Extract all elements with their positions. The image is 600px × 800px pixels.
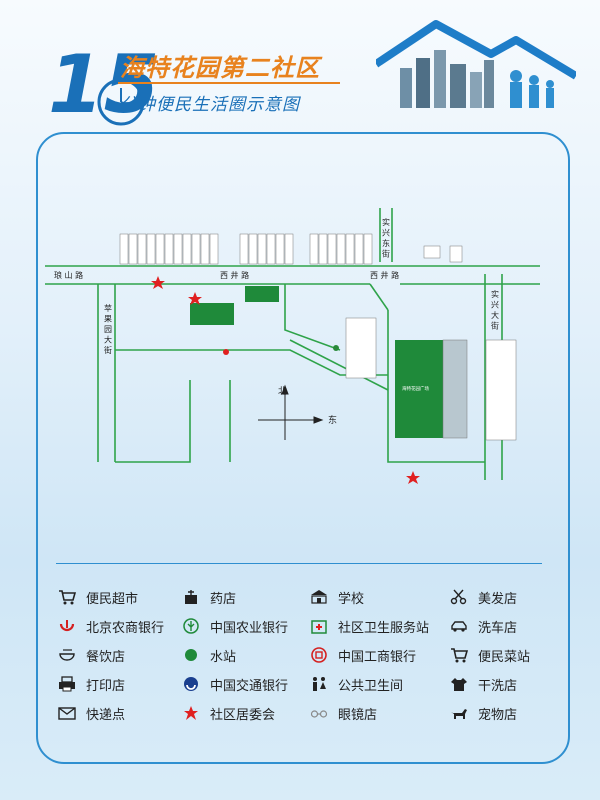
red-star-icon <box>180 704 202 722</box>
legend-label: 社区居委会 <box>210 707 276 723</box>
compass-north: 北 <box>278 386 287 397</box>
legend-item: 宠物店 <box>448 702 517 724</box>
legend-label: 中国交通银行 <box>210 678 289 694</box>
glasses-icon <box>308 704 330 722</box>
road-label-shixing-top: 实 兴 东 街 <box>382 217 391 259</box>
title-underline <box>118 82 340 84</box>
school-icon <box>308 588 330 606</box>
star-marker <box>188 292 202 305</box>
legend-item: 社区居委会 <box>180 702 275 724</box>
page-subtitle: 分钟便民生活圈示意图 <box>120 95 300 115</box>
clinic-icon <box>308 617 330 635</box>
legend-item: 学校 <box>308 586 364 608</box>
content-frame <box>36 132 570 764</box>
legend-label: 水站 <box>210 649 237 665</box>
star-marker <box>151 276 165 289</box>
cart-icon <box>56 588 78 606</box>
community-map: 琅 山 路 西 井 路 西 井 路 苹 果 园 大 街 实 兴 大 街 实 兴 … <box>45 208 540 484</box>
shop-blocks <box>119 233 517 441</box>
park-center-label: 海特花园广场 <box>402 385 429 392</box>
legend-item: 美发店 <box>448 586 517 608</box>
legend-label: 社区卫生服务站 <box>338 620 430 636</box>
envelope-icon <box>56 704 78 722</box>
road-label-shixing: 实 兴 大 街 <box>491 289 500 331</box>
legend-label: 美发店 <box>478 591 518 607</box>
legend-label: 洗车店 <box>478 620 518 636</box>
legend-label: 学校 <box>338 591 365 607</box>
city-skyline-icon <box>376 20 576 108</box>
compass-east: 东 <box>328 414 337 426</box>
legend-item: 药店 <box>180 586 236 608</box>
legend-item: 水站 <box>180 644 236 666</box>
legend-item: 快递点 <box>56 702 125 724</box>
legend-item: 便民超市 <box>56 586 138 608</box>
legend-label: 眼镜店 <box>338 707 378 723</box>
legend-label: 公共卫生间 <box>338 678 404 694</box>
legend-item: 眼镜店 <box>308 702 377 724</box>
legend-item: 餐饮店 <box>56 644 125 666</box>
legend: 便民超市药店学校美发店北京农商银行中国农业银行社区卫生服务站洗车店餐饮店水站中国… <box>56 586 556 736</box>
scissors-icon <box>448 588 470 606</box>
legend-label: 中国农业银行 <box>210 620 289 636</box>
pharmacy-icon <box>180 588 202 606</box>
cart-icon <box>448 646 470 664</box>
clock-15-logo: 15 <box>48 38 159 131</box>
water-station-marker <box>333 345 339 351</box>
road-label-pingguoyuan: 苹 果 园 大 街 <box>104 303 113 355</box>
toilet-icon <box>308 675 330 693</box>
legend-item: 中国工商银行 <box>308 644 416 666</box>
legend-label: 餐饮店 <box>86 649 126 665</box>
legend-label: 北京农商银行 <box>86 620 165 636</box>
legend-item: 洗车店 <box>448 615 517 637</box>
divider <box>56 563 542 564</box>
bjrcb-icon <box>56 617 78 635</box>
legend-item: 社区卫生服务站 <box>308 615 429 637</box>
abc-icon <box>180 617 202 635</box>
legend-item: 干洗店 <box>448 673 517 695</box>
legend-item: 便民菜站 <box>448 644 530 666</box>
legend-item: 打印店 <box>56 673 125 695</box>
legend-label: 便民菜站 <box>478 649 531 665</box>
park-west <box>190 303 234 325</box>
star-marker <box>406 471 420 484</box>
legend-item: 中国农业银行 <box>180 615 288 637</box>
road-label-xijing-right: 西 井 路 <box>370 270 399 280</box>
park-center <box>395 340 443 438</box>
car-icon <box>448 617 470 635</box>
green-dot-icon <box>180 646 202 664</box>
legend-label: 药店 <box>210 591 237 607</box>
page-title: 海特花园第二社区 <box>120 54 320 82</box>
red-dot-marker <box>223 349 229 355</box>
legend-item: 公共卫生间 <box>308 673 403 695</box>
dog-icon <box>448 704 470 722</box>
icbc-icon <box>308 646 330 664</box>
shirt-icon <box>448 675 470 693</box>
printer-icon <box>56 675 78 693</box>
legend-item: 北京农商银行 <box>56 615 164 637</box>
legend-label: 打印店 <box>86 678 126 694</box>
legend-label: 宠物店 <box>478 707 518 723</box>
legend-label: 快递点 <box>86 707 126 723</box>
legend-label: 便民超市 <box>86 591 139 607</box>
bowl-icon <box>56 646 78 664</box>
legend-label: 干洗店 <box>478 678 518 694</box>
header: 15 海特花园第二社区 分钟便民生活圈示意图 <box>0 0 600 131</box>
road-label-xijing-left: 西 井 路 <box>220 270 249 280</box>
legend-item: 中国交通银行 <box>180 673 288 695</box>
compass <box>258 384 324 440</box>
road-label-langshan: 琅 山 路 <box>54 270 83 280</box>
bocom-icon <box>180 675 202 693</box>
legend-label: 中国工商银行 <box>338 649 417 665</box>
